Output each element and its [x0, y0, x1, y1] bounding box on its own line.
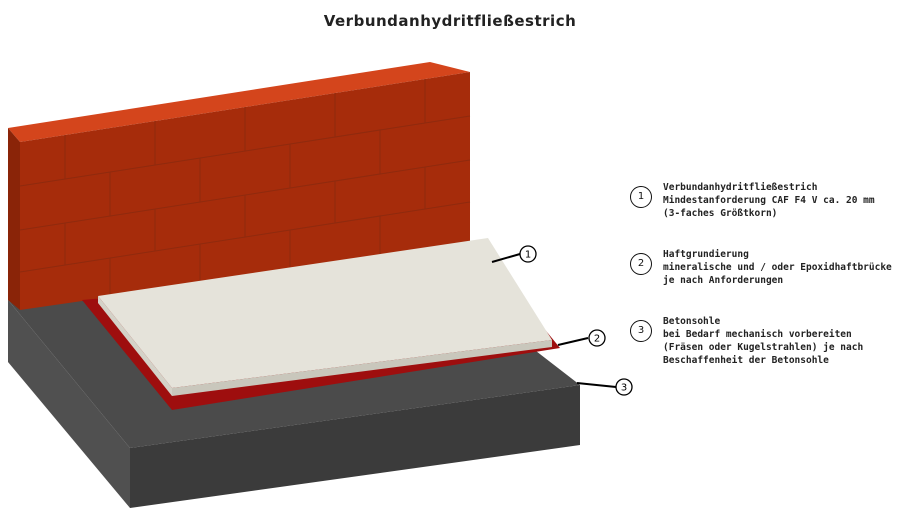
wall-front-face [20, 72, 470, 310]
legend-3-line-4: Beschaffenheit der Betonsohle [663, 355, 829, 366]
legend-text-3: Betonsohle bei Bedarf mechanisch vorbere… [663, 315, 900, 367]
callout-marker-1: 1 [519, 245, 537, 263]
legend-number-2: 2 [630, 253, 652, 275]
callout-line-1 [491, 253, 521, 263]
screed-front-face [172, 340, 552, 396]
legend-3-line-1: Betonsohle [663, 316, 721, 327]
callout-line-3 [576, 382, 617, 388]
screed-left-face [98, 296, 172, 396]
callout-number-3: 3 [621, 383, 627, 394]
callout-marker-2: 2 [588, 329, 606, 347]
legend-1-line-1: Verbundanhydritfließestrich [663, 182, 818, 193]
brick-mortar-lines [19, 79, 471, 300]
legend-text-1: Verbundanhydritfließestrich Mindestanfor… [663, 181, 900, 220]
legend-3-line-3: (Fräsen oder Kugelstrahlen) je nach [663, 342, 864, 353]
diagram-title: Verbundanhydritfließestrich [323, 12, 577, 30]
legend-number-1: 1 [630, 186, 652, 208]
legend-number-3: 3 [630, 320, 652, 342]
wall-side-face [8, 128, 20, 310]
screed-top-face [98, 238, 552, 388]
legend-2-line-2: mineralische und / oder Epoxidhaftbrücke [663, 262, 892, 273]
concrete-left-face [8, 300, 130, 508]
wall-top-face [8, 62, 470, 142]
concrete-front-face [130, 385, 580, 508]
legend-text-2: Haftgrundierung mineralische und / oder … [663, 248, 900, 287]
callout-marker-3: 3 [615, 378, 633, 396]
callout-number-1: 1 [525, 250, 531, 261]
legend-1-line-3: (3-faches Größtkorn) [663, 208, 778, 219]
legend-3-line-2: bei Bedarf mechanisch vorbereiten [663, 329, 852, 340]
legend-2-line-1: Haftgrundierung [663, 249, 749, 260]
legend-1-line-2: Mindestanforderung CAF F4 V ca. 20 mm [663, 195, 875, 206]
callout-number-2: 2 [594, 334, 600, 345]
callout-line-2 [557, 337, 589, 346]
brick-wall [8, 62, 471, 310]
screed-layer [98, 238, 552, 396]
legend-2-line-3: je nach Anforderungen [663, 275, 784, 286]
callout-lines [491, 253, 617, 388]
